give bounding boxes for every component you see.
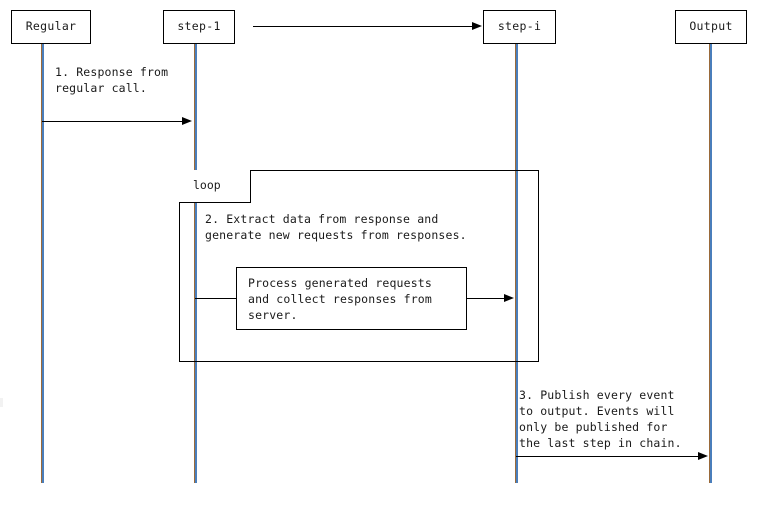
participant-label-output: Output: [689, 19, 733, 34]
loop-fragment-body-text: 2. Extract data from response and genera…: [205, 212, 467, 242]
participant-label-step-1: step-1: [177, 19, 221, 34]
loop-fragment[interactable]: [179, 170, 539, 362]
message-3-label: 3. Publish every event to output. Events…: [519, 388, 682, 450]
chain-arrow-head: [472, 21, 482, 30]
message-3-arrow-head: [698, 451, 708, 460]
participant-box-regular[interactable]: Regular: [11, 10, 91, 44]
chain-arrow-line: [253, 26, 473, 27]
participant-label-step-i: step-i: [497, 19, 542, 34]
edge-artifact: [0, 398, 3, 407]
loop-fragment-label: loop: [193, 178, 221, 193]
message-3-line: [516, 456, 700, 457]
message-2-arrow-head: [504, 293, 514, 302]
lifeline-regular: [41, 44, 44, 483]
message-2-note-box[interactable]: Process generated requests and collect r…: [236, 267, 467, 330]
participant-box-step-1[interactable]: step-1: [163, 10, 235, 44]
participant-label-regular: Regular: [25, 19, 77, 34]
message-1-line: [42, 121, 183, 122]
participant-box-output[interactable]: Output: [675, 10, 747, 44]
message-1-label: 1. Response from regular call.: [55, 65, 169, 95]
message-2-note-text: Process generated requests and collect r…: [248, 276, 432, 322]
participant-box-step-i[interactable]: step-i: [483, 10, 556, 44]
lifeline-step-1: [194, 44, 197, 483]
message-1-arrow-head: [182, 116, 192, 125]
lifeline-output: [709, 44, 712, 483]
lifeline-step-i: [515, 44, 518, 483]
loop-fragment-tab: loop: [179, 170, 251, 203]
